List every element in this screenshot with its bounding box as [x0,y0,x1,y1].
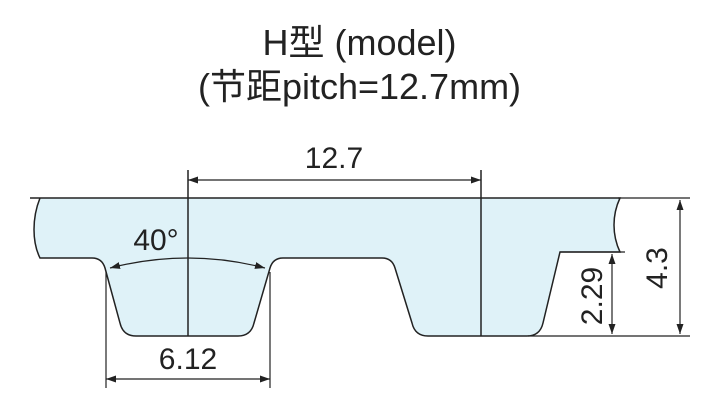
diagram-title: H型 (model) [262,22,457,63]
angle-arc [109,257,266,269]
belt-body [30,197,622,337]
angle-label: 40° [133,224,178,257]
pitch-label: 12.7 [305,142,363,175]
tooth-height-label: 2.29 [576,267,609,325]
diagram-subtitle: (节距pitch=12.7mm) [197,66,522,107]
tooth-width-label: 6.12 [159,343,217,376]
belt-height-label: 4.3 [641,247,674,289]
